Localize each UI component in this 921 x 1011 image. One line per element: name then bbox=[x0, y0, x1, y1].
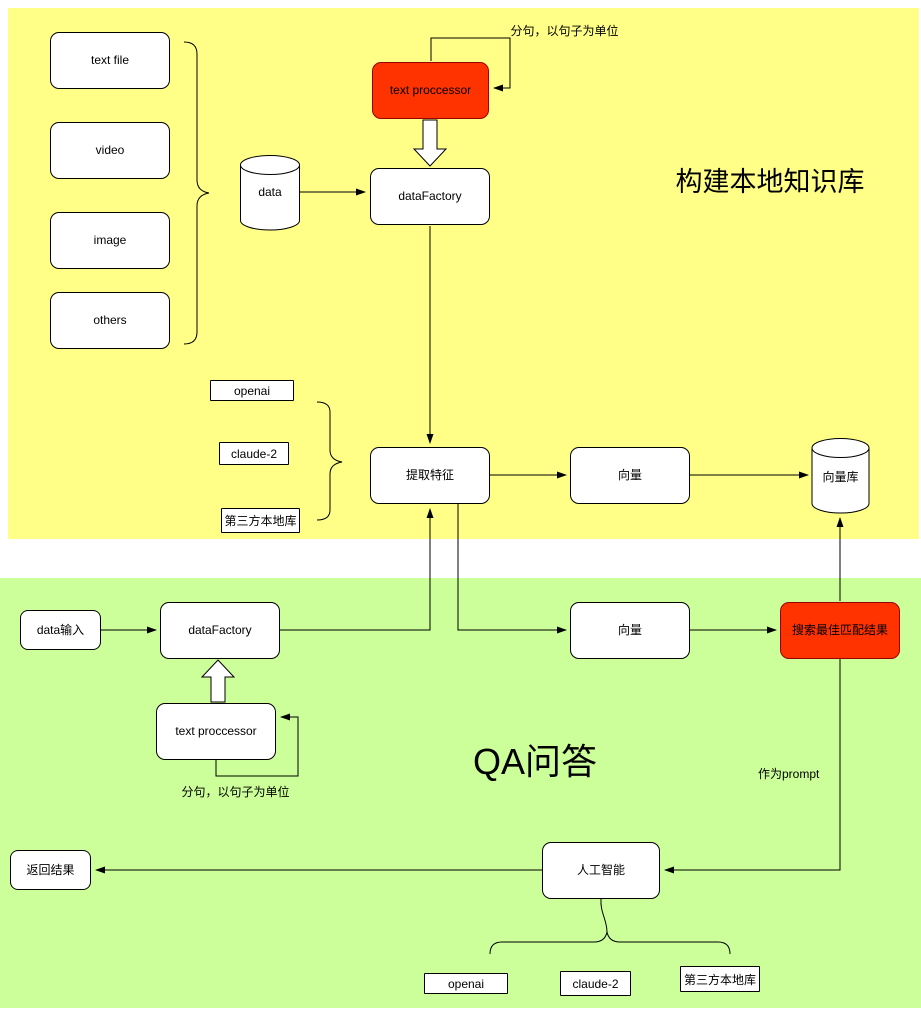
node-text-processor-bottom[interactable]: text proccessor bbox=[156, 703, 276, 760]
node-datafactory-top[interactable]: dataFactory bbox=[370, 168, 490, 225]
split-note-bottom: 分句，以句子为单位 bbox=[181, 785, 290, 799]
chip-thirdparty-bottom[interactable]: 第三方本地库 bbox=[680, 966, 760, 992]
chip-openai-top[interactable]: openai bbox=[210, 380, 294, 401]
node-others[interactable]: others bbox=[50, 292, 170, 349]
node-video[interactable]: video bbox=[50, 122, 170, 179]
node-vector-bottom[interactable]: 向量 bbox=[570, 602, 690, 659]
node-data-input[interactable]: data输入 bbox=[20, 610, 101, 650]
knowledge-base-title: 构建本地知识库 bbox=[675, 167, 865, 197]
node-text-file[interactable]: text file bbox=[50, 32, 170, 89]
node-image[interactable]: image bbox=[50, 212, 170, 269]
chip-claude-top[interactable]: claude-2 bbox=[219, 442, 289, 465]
chip-thirdparty-top[interactable]: 第三方本地库 bbox=[221, 508, 300, 533]
node-ai[interactable]: 人工智能 bbox=[542, 842, 660, 899]
node-vector-top[interactable]: 向量 bbox=[570, 447, 690, 504]
vector-store-label: 向量库 bbox=[822, 470, 859, 484]
chip-claude-bottom[interactable]: claude-2 bbox=[560, 971, 631, 996]
as-prompt-note: 作为prompt bbox=[758, 767, 820, 781]
data-cylinder-label: data bbox=[258, 185, 282, 199]
node-extract-features[interactable]: 提取特征 bbox=[370, 447, 490, 504]
node-search-best-match[interactable]: 搜索最佳匹配结果 bbox=[780, 602, 900, 659]
split-note-top: 分句，以句子为单位 bbox=[510, 24, 619, 38]
node-datafactory-bottom[interactable]: dataFactory bbox=[160, 602, 280, 659]
chip-openai-bottom[interactable]: openai bbox=[424, 973, 508, 994]
qa-title: QA问答 bbox=[472, 741, 597, 782]
node-text-processor-top[interactable]: text proccessor bbox=[372, 62, 489, 119]
node-return-result[interactable]: 返回结果 bbox=[10, 850, 91, 890]
